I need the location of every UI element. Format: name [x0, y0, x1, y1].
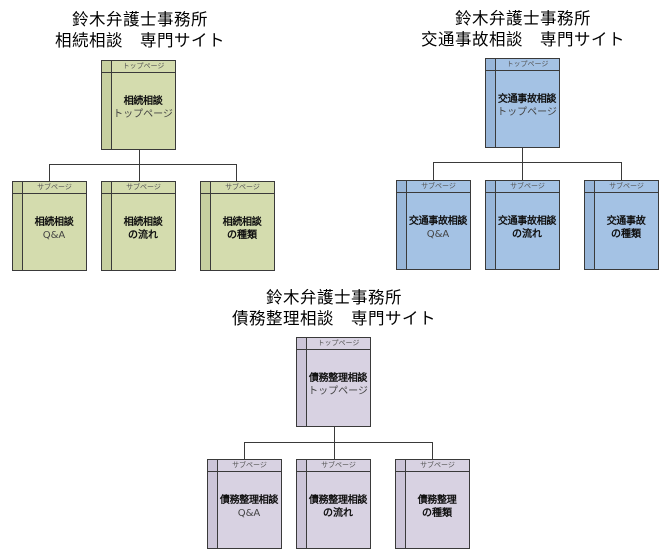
node-title: 交通事故相談	[497, 94, 557, 105]
connector-line	[244, 442, 245, 459]
site-title-inheritance: 鈴木弁護士事務所 相続相談 専門サイト	[40, 9, 240, 51]
connector-line	[49, 164, 50, 181]
top-page-node: トップページ 交通事故相談 トップページ	[485, 58, 560, 148]
node-type-label: サブページ	[407, 181, 470, 193]
site-name: 相続相談 専門サイト	[55, 31, 225, 50]
node-subtitle: の種類	[611, 229, 641, 240]
node-title: 相続相談	[222, 217, 262, 228]
sub-page-node: サブページ 交通事故相談 の流れ	[485, 180, 560, 270]
node-type-label: サブページ	[496, 181, 559, 193]
node-subtitle: の流れ	[512, 229, 542, 240]
connector-line	[522, 148, 523, 180]
sub-page-node: サブページ 交通事故相談 Q&A	[396, 180, 471, 270]
sub-page-node: サブページ 債務整理相談 の流れ	[296, 459, 371, 549]
firm-name: 鈴木弁護士事務所	[455, 9, 591, 28]
sub-page-node: サブページ 相続相談 の流れ	[101, 181, 176, 271]
node-title: 債務整理	[417, 495, 457, 506]
node-subtitle: の流れ	[323, 508, 353, 519]
connector-line	[139, 150, 140, 181]
node-type-label: トップページ	[307, 338, 370, 350]
site-title-debt-consolidation: 鈴木弁護士事務所 債務整理相談 専門サイト	[214, 287, 454, 329]
sub-page-node: サブページ 債務整理相談 Q&A	[207, 459, 282, 549]
node-title: 交通事故相談	[497, 216, 557, 227]
node-title: 相続相談	[34, 217, 74, 228]
connector-line	[432, 442, 433, 459]
node-type-label: サブページ	[595, 181, 658, 193]
site-name: 債務整理相談 専門サイト	[232, 309, 436, 328]
site-name: 交通事故相談 専門サイト	[421, 30, 625, 49]
node-title: 交通事故相談	[408, 216, 468, 227]
node-type-label: サブページ	[406, 460, 469, 472]
node-type-label: サブページ	[23, 182, 86, 194]
node-subtitle: Q&A	[426, 229, 450, 240]
node-subtitle: の種類	[227, 230, 257, 241]
node-stripe	[102, 61, 112, 149]
node-type-label: サブページ	[307, 460, 370, 472]
top-page-node: トップページ 債務整理相談 トップページ	[296, 337, 371, 427]
sub-page-node: サブページ 相続相談 の種類	[200, 181, 275, 271]
sub-page-node: サブページ 債務整理 の種類	[395, 459, 470, 549]
node-title: 相続相談	[123, 96, 163, 107]
node-subtitle: の流れ	[128, 230, 158, 241]
firm-name: 鈴木弁護士事務所	[266, 288, 402, 307]
node-title: 相続相談	[123, 217, 163, 228]
sub-page-node: サブページ 相続相談 Q&A	[12, 181, 87, 271]
connector-line	[334, 427, 335, 459]
node-subtitle: Q&A	[237, 508, 261, 519]
site-title-traffic-accident: 鈴木弁護士事務所 交通事故相談 専門サイト	[403, 8, 643, 50]
connector-line	[49, 164, 237, 165]
node-subtitle: の種類	[422, 508, 452, 519]
connector-line	[621, 162, 622, 180]
node-type-label: サブページ	[211, 182, 274, 194]
node-title: 交通事故	[606, 216, 646, 227]
connector-line	[236, 164, 237, 181]
node-subtitle: トップページ	[113, 109, 173, 120]
connector-line	[433, 162, 622, 163]
node-subtitle: トップページ	[497, 107, 557, 118]
node-subtitle: Q&A	[42, 230, 66, 241]
node-type-label: サブページ	[112, 182, 175, 194]
node-subtitle: トップページ	[308, 386, 368, 397]
node-title: 債務整理相談	[308, 373, 368, 384]
node-type-label: トップページ	[496, 59, 559, 71]
node-title: 債務整理相談	[308, 495, 368, 506]
node-title: 債務整理相談	[219, 495, 279, 506]
connector-line	[244, 442, 433, 443]
connector-line	[433, 162, 434, 180]
top-page-node: トップページ 相続相談 トップページ	[101, 60, 176, 150]
sub-page-node: サブページ 交通事故 の種類	[584, 180, 659, 270]
node-type-label: トップページ	[112, 61, 175, 73]
node-type-label: サブページ	[218, 460, 281, 472]
firm-name: 鈴木弁護士事務所	[72, 10, 208, 29]
